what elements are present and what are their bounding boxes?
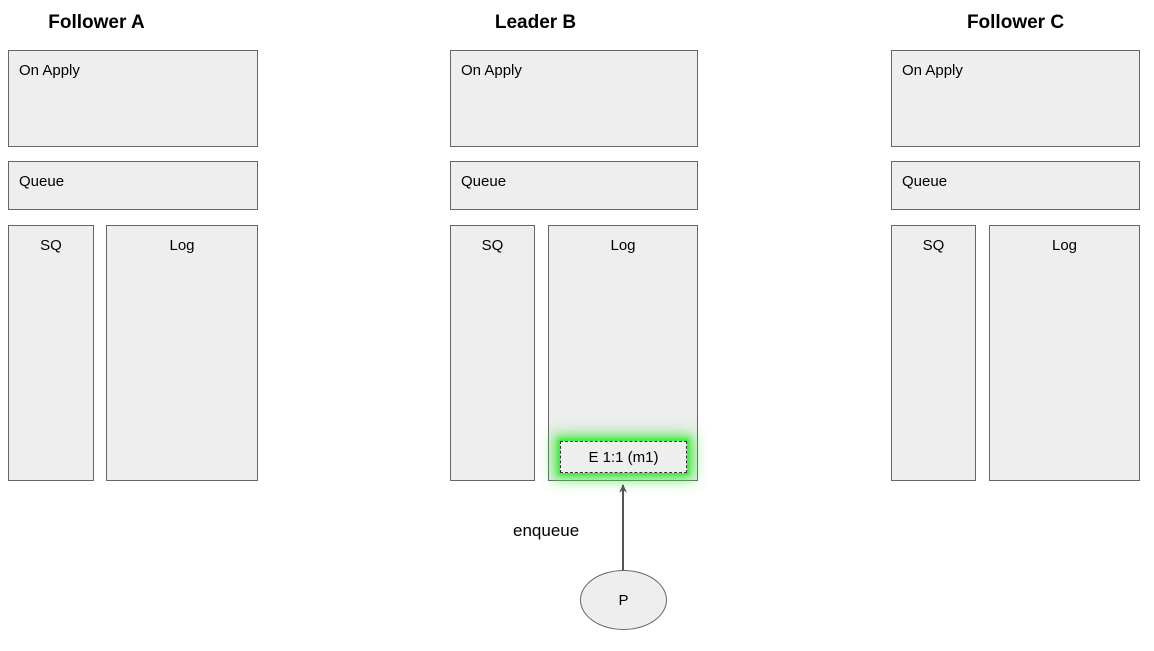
follower-c-queue-label: Queue bbox=[902, 173, 948, 190]
follower-a-on-apply-box: On Apply bbox=[8, 50, 258, 147]
node-title-leader-b: Leader B bbox=[494, 12, 577, 33]
follower-c-on-apply-label: On Apply bbox=[902, 62, 963, 79]
leader-b-on-apply-label: On Apply bbox=[461, 62, 522, 79]
leader-b-sq-box: SQ bbox=[450, 225, 535, 481]
leader-b-on-apply-box: On Apply bbox=[450, 50, 698, 147]
enqueue-edge-label: enqueue bbox=[513, 521, 580, 540]
follower-c-on-apply-box: On Apply bbox=[891, 50, 1140, 147]
follower-a-log-label: Log bbox=[169, 237, 195, 254]
leader-b-log-box: Log bbox=[548, 225, 698, 481]
node-title-follower-c: Follower C bbox=[966, 12, 1065, 33]
follower-a-on-apply-label: On Apply bbox=[19, 62, 80, 79]
follower-a-queue-box: Queue bbox=[8, 161, 258, 210]
follower-a-sq-box: SQ bbox=[8, 225, 94, 481]
follower-c-queue-box: Queue bbox=[891, 161, 1140, 210]
follower-a-log-box: Log bbox=[106, 225, 258, 481]
leader-b-sq-label: SQ bbox=[481, 237, 504, 254]
node-title-follower-a: Follower A bbox=[48, 12, 145, 33]
leader-b-log-entry-0[interactable]: E 1:1 (m1) bbox=[560, 441, 687, 473]
follower-c-log-box: Log bbox=[989, 225, 1140, 481]
follower-a-queue-label: Queue bbox=[19, 173, 65, 190]
leader-b-queue-label: Queue bbox=[461, 173, 507, 190]
leader-b-log-label: Log bbox=[610, 237, 636, 254]
follower-c-sq-label: SQ bbox=[922, 237, 945, 254]
follower-a-sq-label: SQ bbox=[40, 237, 62, 254]
follower-c-sq-box: SQ bbox=[891, 225, 976, 481]
follower-c-log-label: Log bbox=[1051, 237, 1078, 254]
leader-b-queue-box: Queue bbox=[450, 161, 698, 210]
producer-node[interactable]: P bbox=[580, 570, 667, 630]
